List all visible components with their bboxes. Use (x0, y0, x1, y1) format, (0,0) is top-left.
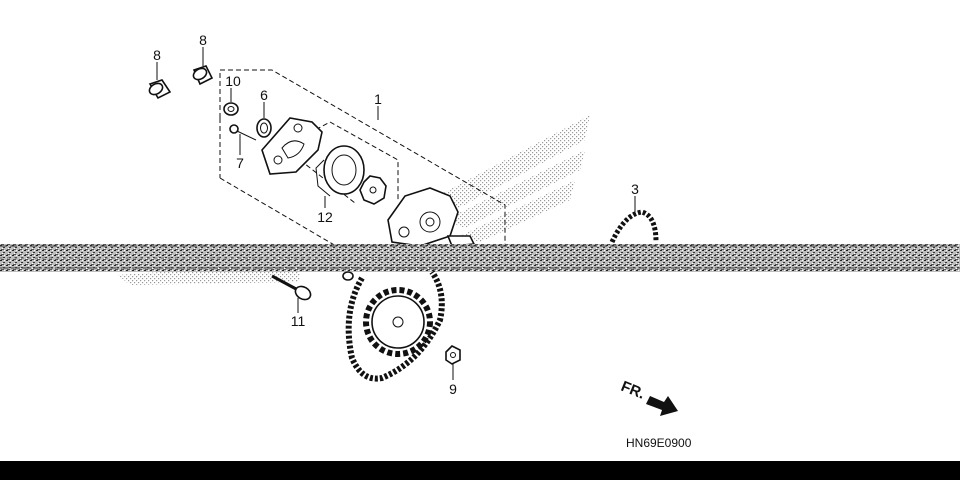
collar-part-8-left (148, 79, 172, 100)
outer-rotor (315, 145, 365, 197)
arrow-icon (646, 396, 678, 416)
callout-6: 6 (260, 87, 268, 103)
collar-part-8-right (192, 65, 214, 86)
callout-8-left: 8 (153, 47, 161, 63)
callout-3: 3 (631, 181, 639, 197)
inner-rotor (359, 175, 387, 205)
pump-body (387, 187, 476, 247)
drive-chain-part-3 (609, 209, 659, 244)
drawing-code: HN69E0900 (626, 436, 692, 450)
washer-part-10 (223, 102, 239, 116)
callout-11: 11 (291, 313, 306, 329)
callout-10: 10 (225, 73, 241, 89)
small-nut (342, 271, 354, 281)
leader-lines (156, 47, 636, 380)
bottom-bar (0, 461, 960, 480)
callout-8-right: 8 (199, 32, 207, 48)
pump-assembly-box (219, 69, 506, 247)
halftone-wing-background (118, 115, 590, 285)
front-direction-label: FR. (619, 378, 648, 403)
flange-bolt-part-11 (271, 274, 312, 301)
chain-loop (345, 270, 445, 382)
callout-12: 12 (317, 209, 333, 225)
callout-1: 1 (374, 91, 382, 107)
bolt-part-7 (229, 124, 257, 141)
driven-sprocket (363, 287, 433, 357)
pump-cover-plate (261, 117, 323, 175)
washer-part-9 (445, 345, 461, 365)
o-ring-part-6 (256, 118, 272, 138)
front-direction-arrow: FR. (619, 378, 678, 416)
callout-7: 7 (236, 155, 244, 171)
callout-9: 9 (449, 381, 457, 397)
